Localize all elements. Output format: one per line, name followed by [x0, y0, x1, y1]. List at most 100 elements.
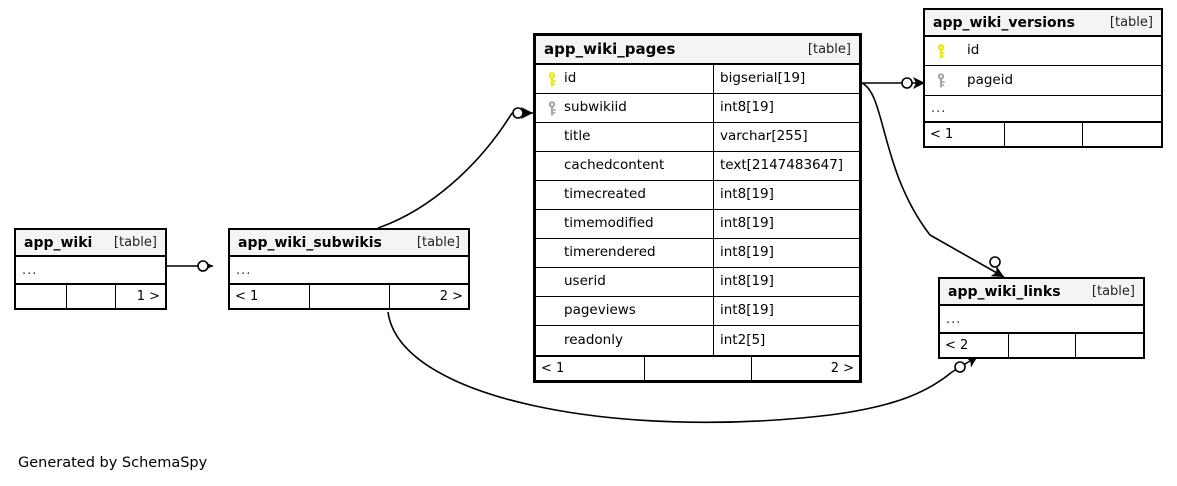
- table-title: app_wiki_pages: [544, 40, 676, 58]
- footer-cell-right: [1075, 334, 1143, 357]
- column-name: timecreated: [564, 186, 646, 203]
- column-name: timemodified: [564, 215, 654, 232]
- table-column-row[interactable]: id bigserial[19]: [536, 65, 859, 94]
- column-type: varchar[255]: [720, 128, 808, 145]
- columns-list: id bigserial[19]subwikiid int8[19] title var…: [536, 65, 859, 355]
- footer-cell-right: 2 >: [388, 285, 468, 308]
- column-type-cell: text[2147483647]: [713, 152, 859, 180]
- table-kind-label: [table]: [807, 42, 851, 57]
- column-name-cell: pageid: [925, 66, 1161, 95]
- column-name: pageid: [967, 71, 1014, 88]
- table-kind-label: [table]: [1091, 284, 1135, 299]
- table-header: app_wiki_pages [table]: [536, 36, 859, 65]
- table-app-wiki-versions[interactable]: app_wiki_versions [table] id pageid ... <…: [923, 8, 1163, 148]
- table-kind-label: [table]: [113, 235, 157, 250]
- column-type-cell: int8[19]: [713, 210, 859, 238]
- columns-ellipsis: ...: [22, 262, 38, 278]
- footer-cell-middle: [309, 285, 388, 308]
- column-type-cell: varchar[255]: [713, 123, 859, 151]
- table-column-row[interactable]: timemodified int8[19]: [536, 210, 859, 239]
- footer-cell-middle: [1003, 123, 1083, 146]
- column-type: int8[19]: [720, 99, 774, 116]
- column-type: int8[19]: [720, 186, 774, 203]
- table-footer: < 1: [925, 121, 1161, 146]
- table-column-row[interactable]: readonly int2[5]: [536, 326, 859, 355]
- table-column-row[interactable]: cachedcontent text[2147483647]: [536, 152, 859, 181]
- table-column-row[interactable]: title varchar[255]: [536, 123, 859, 152]
- footer-cell-left: [16, 285, 66, 308]
- column-name-cell: userid: [536, 268, 713, 296]
- column-name-cell: timemodified: [536, 210, 713, 238]
- column-name: timerendered: [564, 244, 656, 261]
- column-type-cell: int8[19]: [713, 268, 859, 296]
- table-title: app_wiki_links: [948, 283, 1061, 300]
- table-app-wiki-links[interactable]: app_wiki_links [table] ... < 2: [938, 277, 1145, 359]
- column-name: id: [967, 42, 980, 59]
- column-name-cell: subwikiid: [536, 94, 713, 122]
- table-column-row[interactable]: timerendered int8[19]: [536, 239, 859, 268]
- column-type-cell: int8[19]: [713, 94, 859, 122]
- table-column-row[interactable]: subwikiid int8[19]: [536, 94, 859, 123]
- table-app-wiki-subwikis[interactable]: app_wiki_subwikis [table] ... < 1 2 >: [228, 228, 470, 310]
- column-name-cell: title: [536, 123, 713, 151]
- columns-list: id pageid: [925, 37, 1161, 95]
- column-type-cell: bigserial[19]: [713, 65, 859, 93]
- footer-cell-right: 2 >: [751, 357, 859, 380]
- table-column-row[interactable]: pageviews int8[19]: [536, 297, 859, 326]
- table-app-wiki[interactable]: app_wiki [table] ... 1 >: [14, 228, 167, 310]
- column-name-cell: readonly: [536, 326, 713, 355]
- table-header: app_wiki_links [table]: [940, 279, 1143, 306]
- table-title: app_wiki_subwikis: [238, 234, 382, 251]
- table-column-row[interactable]: timecreated int8[19]: [536, 181, 859, 210]
- column-name: readonly: [564, 331, 623, 348]
- column-type-cell: int8[19]: [713, 297, 859, 325]
- primary-key-icon: [546, 71, 560, 87]
- footer-cell-middle: [1007, 334, 1076, 357]
- table-footer: < 2: [940, 332, 1143, 357]
- footer-cell-left: < 1: [541, 361, 565, 376]
- column-type: int8[19]: [720, 215, 774, 232]
- generated-by-caption: Generated by SchemaSpy: [18, 455, 208, 471]
- column-name-cell: pageviews: [536, 297, 713, 325]
- column-name: title: [564, 128, 591, 145]
- table-kind-label: [table]: [416, 235, 460, 250]
- table-header: app_wiki_versions [table]: [925, 10, 1161, 37]
- footer-cell-middle: [65, 285, 116, 308]
- table-footer: < 1 2 >: [230, 283, 468, 308]
- columns-ellipsis: ...: [925, 95, 1161, 121]
- columns-ellipsis: ...: [946, 311, 962, 327]
- column-name-cell: id: [536, 65, 713, 93]
- foreign-key-icon: [546, 100, 560, 116]
- primary-key-icon: [935, 43, 949, 59]
- footer-cell-left: < 2: [945, 338, 969, 353]
- column-name-cell: cachedcontent: [536, 152, 713, 180]
- column-type: int8[19]: [720, 273, 774, 290]
- table-title: app_wiki_versions: [933, 14, 1075, 31]
- table-column-row[interactable]: id: [925, 37, 1161, 66]
- table-app-wiki-pages[interactable]: app_wiki_pages [table] id bigserial[19]su…: [533, 33, 862, 383]
- column-type: text[2147483647]: [720, 157, 844, 174]
- edge-subwikis-to-pages: [377, 107, 533, 229]
- foreign-key-icon: [935, 73, 949, 89]
- column-name: userid: [564, 273, 606, 290]
- table-kind-label: [table]: [1109, 15, 1153, 30]
- column-type: int8[19]: [720, 244, 774, 261]
- column-type: int8[19]: [720, 302, 774, 319]
- table-footer: 1 >: [16, 283, 165, 308]
- table-header: app_wiki_subwikis [table]: [230, 230, 468, 257]
- column-name: cachedcontent: [564, 157, 665, 174]
- footer-cell-middle: [643, 357, 752, 380]
- table-column-row[interactable]: userid int8[19]: [536, 268, 859, 297]
- table-column-row[interactable]: pageid: [925, 66, 1161, 95]
- edge-pages-to-versions: [862, 77, 925, 89]
- table-footer: < 1 2 >: [536, 355, 859, 380]
- column-name: id: [564, 70, 577, 87]
- column-name-cell: timecreated: [536, 181, 713, 209]
- footer-cell-right: 1 >: [115, 285, 165, 308]
- column-name: pageviews: [564, 302, 636, 319]
- column-type-cell: int8[19]: [713, 181, 859, 209]
- column-type-cell: int2[5]: [713, 326, 859, 355]
- footer-cell-right: [1082, 123, 1161, 146]
- column-type: int2[5]: [720, 331, 766, 348]
